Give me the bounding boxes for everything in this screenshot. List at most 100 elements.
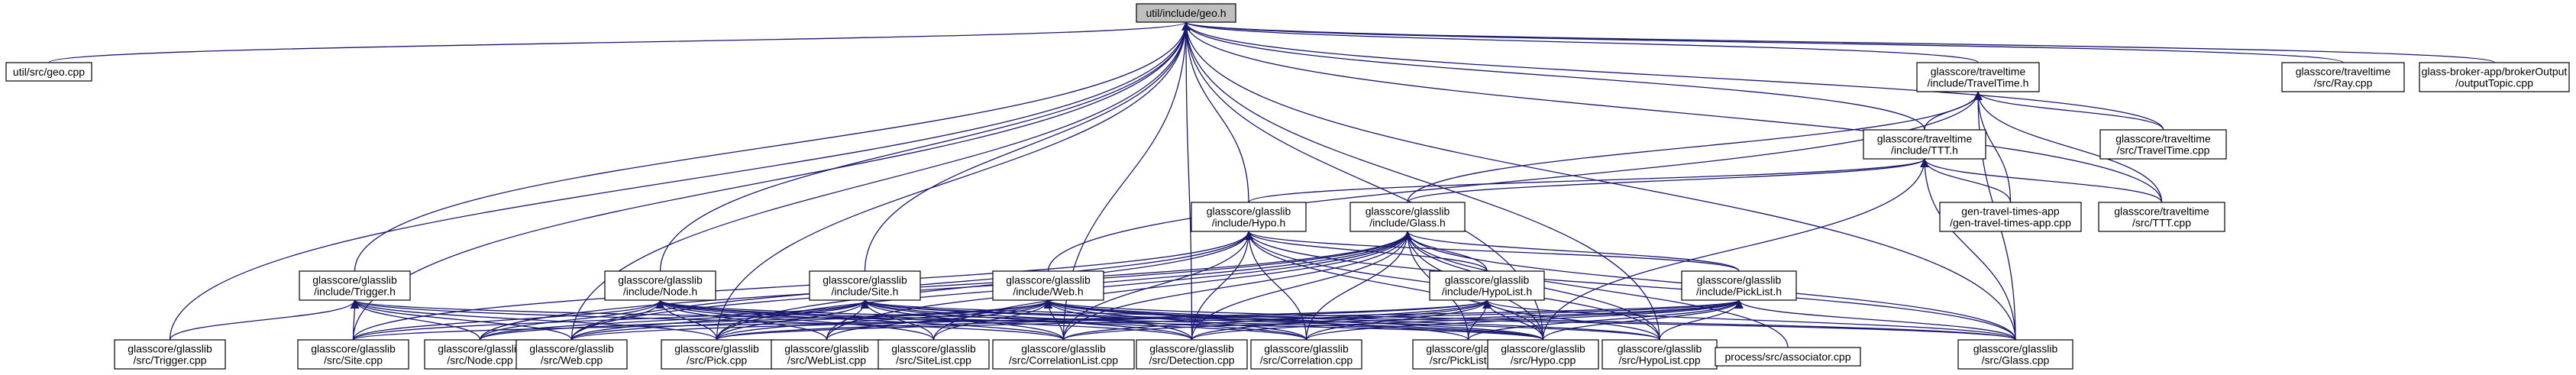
- node-ray-cpp[interactable]: glasscore/traveltime/src/Ray.cpp: [2281, 62, 2405, 92]
- node-label-line: glasscore/glasslib: [1366, 205, 1450, 218]
- edge-geo-h-to-node-h: [659, 21, 1191, 272]
- node-outputtopic-cpp[interactable]: glass-broker-app/brokerOutput/outputTopi…: [2419, 62, 2570, 92]
- edge-geo-h-to-trigger-cpp: [169, 21, 1191, 341]
- node-label-line: /gen-travel-times-app.cpp: [1950, 217, 2071, 229]
- node-detection-cpp[interactable]: glasscore/glasslib/src/Detection.cpp: [1136, 339, 1248, 370]
- edge-hypolist-h-to-hypolist-cpp: [1482, 299, 1660, 341]
- node-label-line: glasscore/glasslib: [1697, 274, 1782, 286]
- node-label-line: /src/Ray.cpp: [2314, 77, 2373, 89]
- node-label-line: glasscore/glasslib: [1149, 343, 1234, 355]
- node-box: [1136, 3, 1236, 23]
- edge-hypo-h-to-hypolist-h: [1244, 231, 1488, 272]
- node-box: [1602, 339, 1718, 370]
- node-box: [1939, 202, 2082, 232]
- node-ttt-h[interactable]: glasscore/traveltime/include/TTT.h: [1863, 129, 1986, 160]
- node-glass-h[interactable]: glasscore/glasslib/include/Glass.h: [1349, 202, 1466, 232]
- node-trigger-h[interactable]: glasscore/glasslib/include/Trigger.h: [299, 270, 411, 301]
- edge-ttt-h-to-ttt-cpp: [1920, 158, 2163, 203]
- edge-web-h-to-pick-cpp: [716, 299, 1053, 341]
- edge-node-h-to-site-cpp: [352, 299, 665, 341]
- edge-traveltime-h-to-traveltime-cpp: [1973, 91, 2164, 131]
- node-ttt-cpp[interactable]: glasscore/traveltime/src/TTT.cpp: [2098, 202, 2225, 232]
- node-label-line: glasscore/glasslib: [891, 343, 976, 355]
- node-web-h[interactable]: glasscore/glasslib/include/Web.h: [992, 270, 1104, 301]
- edge-geo-h-to-ray-cpp: [1181, 21, 2344, 63]
- node-box: [1250, 339, 1362, 370]
- node-traveltime-h[interactable]: glasscore/traveltime/include/TravelTime.…: [1916, 62, 2040, 92]
- edge-glass-h-to-weblist-cpp: [826, 231, 1412, 341]
- node-box: [771, 339, 883, 370]
- edge-picklist-h-to-correlation-cpp: [1305, 299, 1744, 341]
- edge-hypolist-h-to-corrlist-cpp: [1062, 299, 1492, 341]
- node-box: [1681, 270, 1797, 301]
- node-box: [1863, 129, 1986, 160]
- node-label-line: glasscore/traveltime: [2114, 205, 2209, 218]
- node-label-line: glasscore/glasslib: [823, 274, 907, 286]
- node-label-line: /src/Site.cpp: [324, 354, 383, 367]
- node-label-line: /src/TTT.cpp: [2132, 217, 2191, 229]
- node-label-line: glasscore/traveltime: [2115, 133, 2211, 145]
- node-label-line: /include/Trigger.h: [314, 286, 396, 298]
- node-label-line: glasscore/traveltime: [1877, 133, 1973, 145]
- node-box: [604, 270, 716, 301]
- node-geo-cpp[interactable]: util/src/geo.cpp: [5, 62, 92, 82]
- edge-geo-h-to-detection-cpp: [1181, 21, 1193, 341]
- node-glass-cpp[interactable]: glasscore/glasslib/src/Glass.cpp: [1957, 339, 2073, 370]
- node-hypo-cpp[interactable]: glasscore/glasslib/src/Hypo.cpp: [1487, 339, 1599, 370]
- node-hypolist-h[interactable]: glasscore/glasslib/include/HypoList.h: [1429, 270, 1545, 301]
- edge-web-h-to-sitelist-cpp: [932, 299, 1053, 341]
- edge-geo-h-to-ttt-h: [1181, 21, 1925, 131]
- node-label-line: /src/Web.cpp: [541, 354, 603, 367]
- node-box: [1136, 339, 1248, 370]
- edge-web-h-to-weblist-cpp: [826, 299, 1053, 341]
- node-hypolist-cpp[interactable]: glasscore/glasslib/src/HypoList.cpp: [1602, 339, 1718, 370]
- node-geo-h[interactable]: util/include/geo.h: [1136, 3, 1236, 23]
- node-label-line: glasscore/glasslib: [618, 274, 703, 286]
- node-sitelist-cpp[interactable]: glasscore/glasslib/src/SiteList.cpp: [878, 339, 990, 370]
- edge-ttt-h-to-glass-cpp: [1920, 158, 2016, 341]
- edge-ttt-h-to-hypo-cpp: [1542, 158, 1929, 341]
- edge-geo-h-to-outputtopic-cpp: [1181, 21, 2495, 63]
- node-box: [1957, 339, 2073, 370]
- node-traveltime-cpp[interactable]: glasscore/traveltime/src/TravelTime.cpp: [2099, 129, 2227, 160]
- node-picklist-h[interactable]: glasscore/glasslib/include/PickList.h: [1681, 270, 1797, 301]
- node-site-cpp[interactable]: glasscore/glasslib/src/Site.cpp: [297, 339, 409, 370]
- edge-geo-h-to-hypo-h: [1181, 21, 1249, 203]
- edge-site-h-to-node-cpp: [479, 299, 870, 341]
- node-box: [878, 339, 990, 370]
- node-hypo-h[interactable]: glasscore/glasslib/include/Hypo.h: [1191, 202, 1307, 232]
- node-corrlist-cpp[interactable]: glasscore/glasslib/src/CorrelationList.c…: [992, 339, 1135, 370]
- node-label-line: /src/CorrelationList.cpp: [1009, 354, 1118, 367]
- node-node-h[interactable]: glasscore/glasslib/include/Node.h: [604, 270, 716, 301]
- node-gen-tt-cpp[interactable]: gen-travel-times-app/gen-travel-times-ap…: [1939, 202, 2082, 232]
- edge-node-h-to-correlation-cpp: [656, 299, 1307, 341]
- edge-traveltime-h-to-web-h: [1047, 91, 1983, 272]
- node-label-line: /src/Hypo.cpp: [1511, 354, 1576, 367]
- node-web-cpp[interactable]: glasscore/glasslib/src/Web.cpp: [516, 339, 628, 370]
- edge-ttt-h-to-hypo-h: [1248, 158, 1929, 203]
- node-box: [1715, 347, 1861, 367]
- node-label-line: /include/Node.h: [623, 286, 697, 298]
- node-label-line: glasscore/glasslib: [438, 343, 522, 355]
- node-trigger-cpp[interactable]: glasscore/glasslib/src/Trigger.cpp: [114, 339, 226, 370]
- edge-site-h-to-glass-cpp: [861, 299, 2016, 341]
- node-label-line: glasscore/traveltime: [1931, 66, 2026, 78]
- node-box: [2419, 62, 2570, 92]
- edge-picklist-h-to-hypo-cpp: [1542, 299, 1744, 341]
- node-associator-cpp[interactable]: process/src/associator.cpp: [1715, 347, 1861, 367]
- node-label-line: /src/SiteList.cpp: [896, 354, 971, 367]
- node-weblist-cpp[interactable]: glasscore/glasslib/src/WebList.cpp: [771, 339, 883, 370]
- node-box: [809, 270, 921, 301]
- edge-traveltime-h-to-gen-tt-cpp: [1973, 91, 2012, 203]
- node-label-line: glasscore/glasslib: [128, 343, 212, 355]
- edge-trigger-h-to-trigger-cpp: [169, 299, 360, 341]
- node-label-line: glasscore/glasslib: [1006, 274, 1091, 286]
- edge-geo-h-to-hypolist-cpp: [1181, 21, 1660, 341]
- node-box: [516, 339, 628, 370]
- node-correlation-cpp[interactable]: glasscore/glasslib/src/Correlation.cpp: [1250, 339, 1362, 370]
- node-pick-cpp[interactable]: glasscore/glasslib/src/Pick.cpp: [661, 339, 773, 370]
- edge-traveltime-h-to-ttt-cpp: [1973, 91, 2163, 203]
- node-site-h[interactable]: glasscore/glasslib/include/Site.h: [809, 270, 921, 301]
- node-box: [1916, 62, 2040, 92]
